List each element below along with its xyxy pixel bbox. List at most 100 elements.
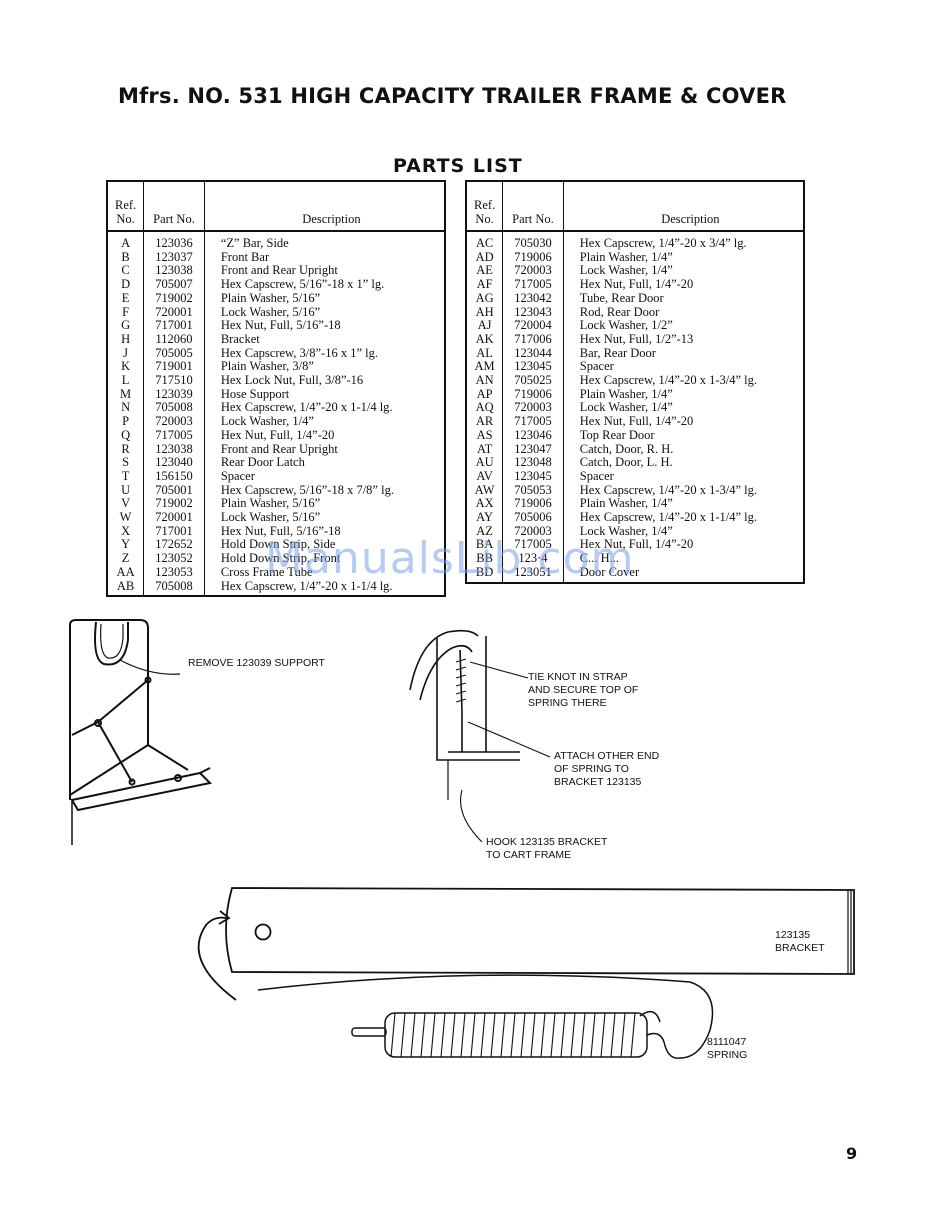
callout-tie-knot: TIE KNOT IN STRAP AND SECURE TOP OF SPRI… [528, 671, 638, 710]
ref-cell: E [107, 291, 145, 306]
part-number-cell: 172652 [143, 538, 205, 553]
description-cell: Front and Rear Upright [220, 442, 338, 456]
part-number-cell: 720003 [143, 415, 205, 429]
part-number-cell: 123043 [502, 305, 564, 320]
description-cell: Lock Washer, 1/4” [579, 264, 673, 278]
callout-tie-knot-line-1: TIE KNOT IN STRAP [528, 671, 628, 683]
part-number-cell: 717005 [502, 278, 564, 292]
ref-cell: AK [466, 332, 504, 347]
ref-cell: P [107, 415, 145, 429]
ref-cell: AM [466, 360, 504, 375]
part-number-cell: 123045 [502, 469, 564, 484]
part-number-cell: 719002 [143, 497, 205, 512]
ref-cell: U [107, 483, 145, 498]
description-cell: Plain Washer, 1/4” [579, 497, 673, 511]
callout-hook-bracket: HOOK 123135 BRACKET TO CART FRAME [486, 836, 607, 862]
ref-cell: A [107, 231, 145, 251]
ref-cell: AH [466, 305, 504, 320]
ref-cell: BA [466, 538, 504, 553]
ref-cell: V [107, 497, 145, 512]
table-header-row: Ref. No. Part No. Description [107, 181, 445, 232]
ref-cell: AQ [466, 401, 504, 416]
description-cell: Lock Washer, 1/4” [579, 401, 673, 415]
header-ref: Ref. No. [107, 181, 145, 232]
description-cell: Plain Washer, 1/4” [579, 250, 673, 264]
description-cell: Hex Nut, Full, 5/16”-18 [220, 524, 341, 538]
parts-list-title: PARTS LIST [393, 155, 523, 177]
description-cell: Hex Nut, Full, 1/4”-20 [579, 415, 694, 429]
description-cell: Hex Capscrew, 1/4”-20 x 1-3/4” lg. [579, 483, 758, 497]
description-cell: Bar, Rear Door [579, 346, 656, 360]
part-number-cell: 123047 [502, 442, 564, 457]
description-cell: Lock Washer, 5/16” [220, 511, 321, 525]
ref-cell: BB [466, 552, 504, 566]
ref-cell: X [107, 524, 145, 539]
part-number-cell: 123051 [502, 565, 564, 583]
description-cell: C... H... [579, 552, 620, 566]
bracket-drawing [197, 887, 855, 1001]
header-description: Description [563, 181, 804, 232]
ref-cell: AU [466, 456, 504, 470]
description-cell: Rod, Rear Door [579, 305, 660, 319]
description-cell: Hose Support [220, 387, 290, 401]
table-header-row: Ref. No. Part No. Description [466, 181, 804, 232]
part-number-cell: 705025 [502, 374, 564, 388]
ref-cell: AG [466, 291, 504, 306]
part-number-cell: 705006 [502, 511, 564, 525]
description-cell: Hex Capscrew, 1/4”-20 x 1-1/4 lg. [220, 401, 393, 415]
ref-cell: AN [466, 374, 504, 388]
part-number-cell: 719006 [502, 497, 564, 512]
description-cell: Catch, Door, R. H. [579, 442, 674, 456]
callout-hook-line-1: HOOK 123135 BRACKET [486, 836, 608, 848]
part-number-cell: 705007 [143, 278, 205, 292]
description-cell: Tube, Rear Door [579, 291, 664, 305]
description-cell: Lock Washer, 1/4” [579, 524, 673, 538]
ref-cell: D [107, 278, 145, 292]
part-number-cell: 705053 [502, 483, 564, 498]
callout-attach-line-1: ATTACH OTHER END [554, 750, 660, 762]
spring-drawing [257, 974, 714, 1059]
part-number-cell: 705030 [502, 231, 564, 251]
description-cell: Catch, Door, L. H. [579, 456, 673, 470]
spring-attach-drawing [409, 629, 520, 800]
part-number-cell: 705008 [143, 401, 205, 416]
ref-cell: AW [466, 483, 504, 498]
part-number-cell: 717001 [143, 319, 205, 333]
description-cell: Spacer [579, 469, 614, 483]
ref-cell: AX [466, 497, 504, 512]
description-cell: Lock Washer, 1/4” [220, 415, 314, 429]
leader-remove-support [119, 659, 181, 675]
callout-tie-knot-line-2: AND SECURE TOP OF [528, 684, 639, 696]
description-cell: Hex Capscrew, 5/16”-18 x 7/8” lg. [220, 483, 394, 497]
ref-cell: AT [466, 442, 504, 457]
part-number-cell: 123038 [143, 264, 205, 279]
ref-cell: K [107, 360, 145, 375]
ref-cell: J [107, 346, 145, 361]
description-cell: Plain Washer, 1/4” [579, 387, 673, 401]
ref-cell: AJ [466, 319, 504, 333]
ref-cell: AZ [466, 524, 504, 539]
description-cell: Lock Washer, 5/16” [220, 305, 321, 319]
